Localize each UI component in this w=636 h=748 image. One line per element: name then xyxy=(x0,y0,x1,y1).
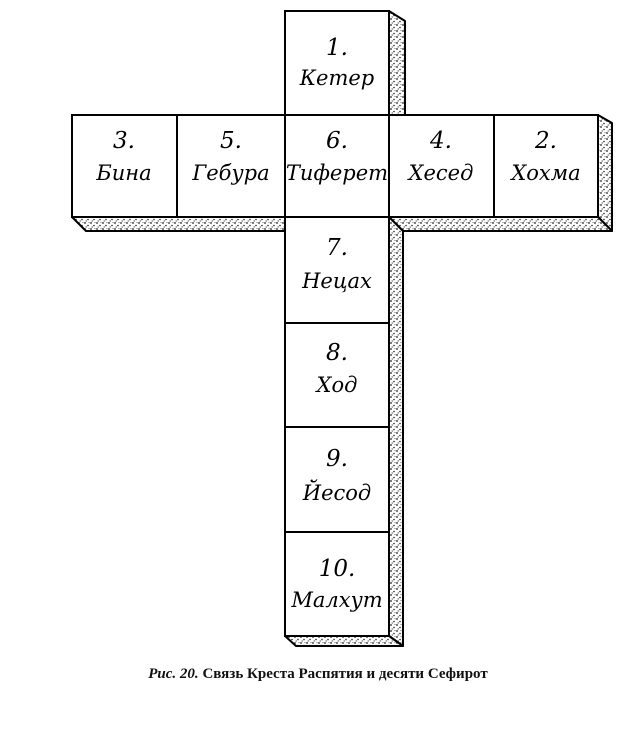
label-netzach: Нецах xyxy=(301,269,372,293)
number-keter: 1. xyxy=(326,35,348,61)
label-geburah: Гебура xyxy=(191,161,269,185)
shade-stem-bottom xyxy=(284,635,404,647)
figure-caption-lead: Рис. 20. xyxy=(148,666,199,682)
number-chesed: 4. xyxy=(429,128,452,154)
label-malkhut: Малхут xyxy=(290,588,382,612)
number-malkhut: 10. xyxy=(319,556,356,582)
figure-caption: Рис. 20. Связь Креста Распятия и десяти … xyxy=(0,666,636,683)
label-tiferet: Тиферет xyxy=(286,161,388,185)
number-chokhmah: 2. xyxy=(534,128,557,154)
label-keter: Кетер xyxy=(299,66,374,90)
figure-caption-text: Связь Креста Распятия и десяти Сефирот xyxy=(198,666,488,682)
shade-top-arm xyxy=(388,10,406,116)
shade-stem xyxy=(388,216,404,647)
cell-malkhut xyxy=(284,531,390,637)
cell-chokhmah xyxy=(493,114,599,218)
label-chokhmah: Хохма xyxy=(509,161,580,185)
number-netzach: 7. xyxy=(326,235,348,261)
number-hod: 8. xyxy=(326,340,348,366)
label-hod: Ход xyxy=(315,373,358,397)
cell-keter xyxy=(284,10,390,116)
cell-hod xyxy=(284,322,390,428)
number-binah: 3. xyxy=(113,128,135,154)
cross-cells xyxy=(71,10,599,637)
cell-binah xyxy=(71,114,178,218)
number-yesod: 9. xyxy=(326,446,348,472)
cell-geburah xyxy=(176,114,286,218)
label-binah: Бина xyxy=(95,161,151,185)
label-yesod: Йесод xyxy=(302,480,371,505)
shade-right-end xyxy=(597,114,613,232)
number-tiferet: 6. xyxy=(326,128,348,154)
shade-bottom-right xyxy=(388,216,613,232)
cell-yesod xyxy=(284,426,390,533)
cell-netzach xyxy=(284,216,390,324)
number-geburah: 5. xyxy=(220,128,242,154)
shade-bottom-left xyxy=(71,216,286,232)
label-chesed: Хесед xyxy=(407,161,474,185)
